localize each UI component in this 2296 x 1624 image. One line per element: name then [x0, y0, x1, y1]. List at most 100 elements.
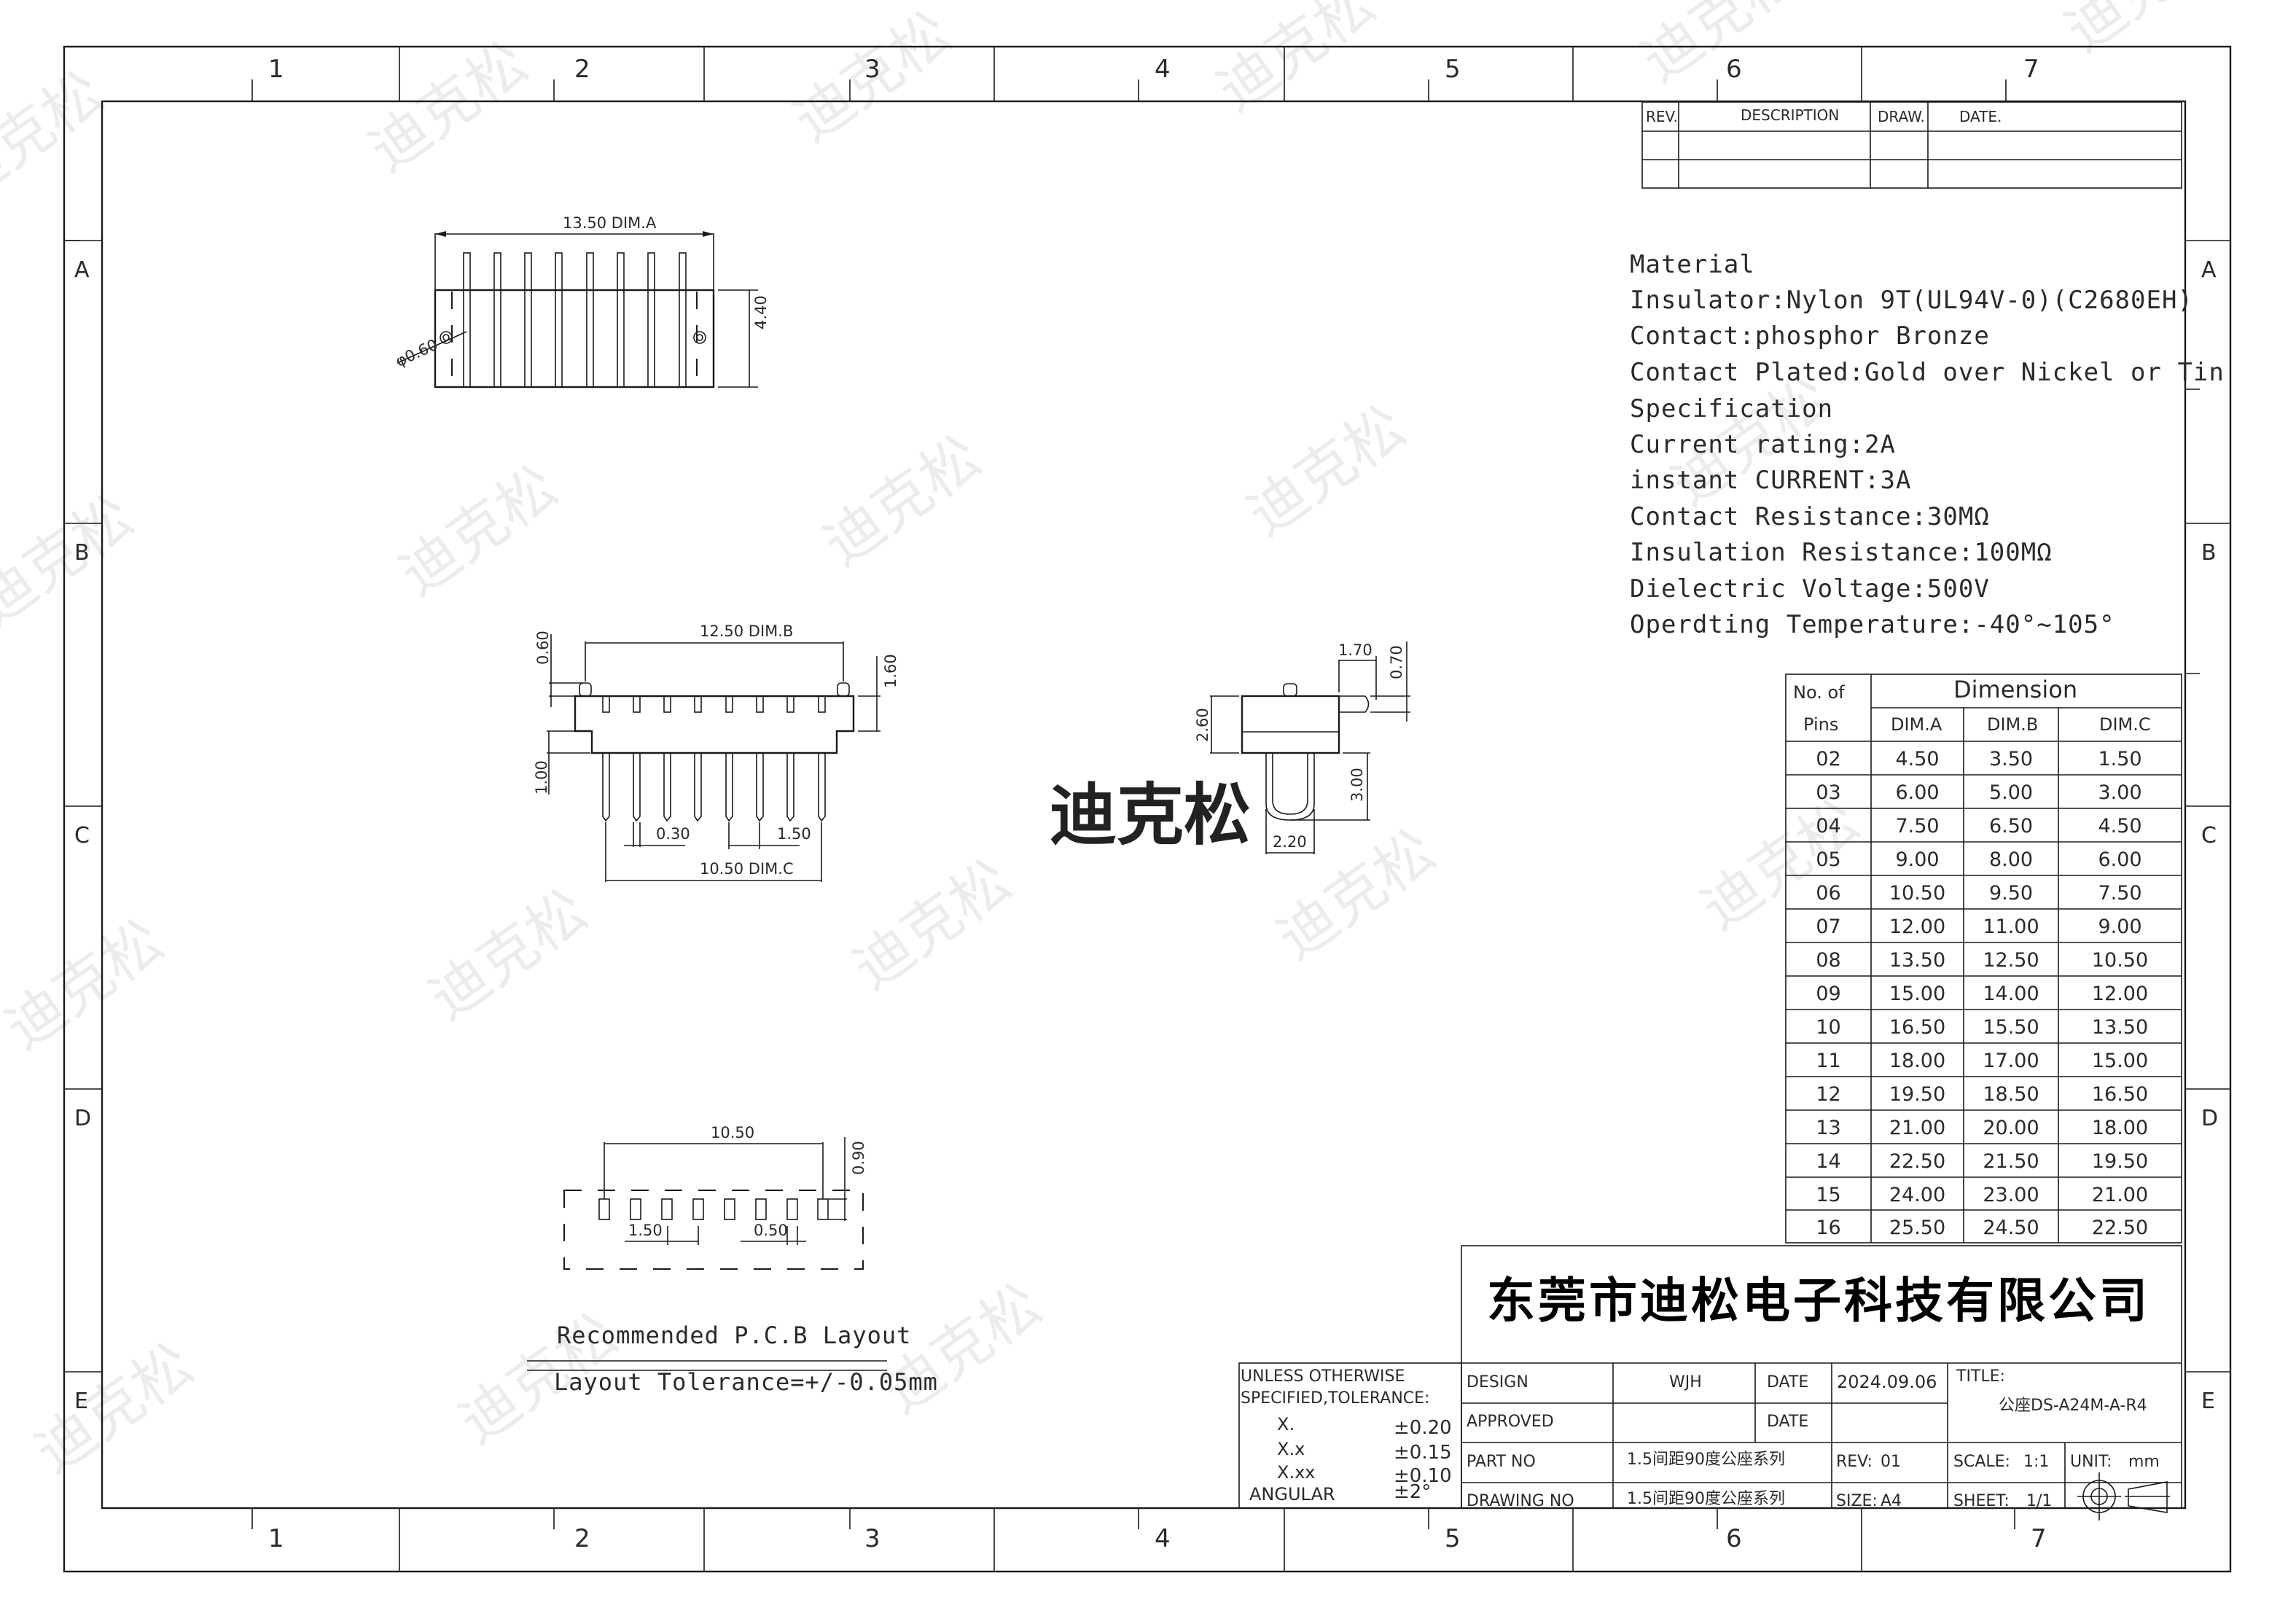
tolerance-value-x: ±0.20	[1394, 1417, 1452, 1439]
unit-label: UNIT:	[2070, 1453, 2112, 1471]
approved-date-label: DATE	[1767, 1413, 1809, 1431]
zone-row-d: D	[74, 1106, 92, 1131]
revision-table-grid	[1641, 101, 2182, 189]
pins-cell: 16	[1816, 1217, 1841, 1239]
approved-label: APPROVED	[1467, 1413, 1554, 1431]
zone-col-4-bottom: 4	[1155, 1524, 1171, 1553]
zone-row-c-right: C	[2201, 823, 2217, 848]
zone-col-7: 7	[2023, 55, 2039, 84]
dim-c-cell: 13.50	[2091, 1016, 2149, 1039]
scale-label: SCALE:	[1953, 1453, 2010, 1471]
inner-frame	[101, 100, 2187, 1510]
dim-header-group: Dimension	[1953, 676, 2078, 703]
size-label: SIZE:	[1836, 1492, 1878, 1510]
side-view-width: 2.20	[1273, 833, 1307, 851]
dim-c-cell: 15.00	[2091, 1050, 2149, 1072]
spec-instant-current: instant CURRENT:3A	[1630, 466, 1912, 495]
dim-b-cell: 23.00	[1983, 1184, 2039, 1206]
dim-b-cell: 12.50	[1983, 949, 2039, 972]
drawing-no-value: 1.5间距90度公座系列	[1627, 1490, 1785, 1508]
rev-header-draw: DRAW.	[1878, 108, 1925, 125]
zone-col-1-bottom: 1	[268, 1524, 284, 1553]
sheet-label: SHEET:	[1953, 1492, 2010, 1510]
dim-col-b: DIM.B	[1987, 714, 2039, 735]
dim-b-cell: 15.50	[1983, 1016, 2039, 1039]
dim-b-cell: 24.50	[1983, 1217, 2039, 1239]
pcb-layout-title: Recommended P.C.B Layout	[557, 1322, 912, 1349]
dim-c-cell: 9.00	[2098, 916, 2142, 938]
tolerance-value-angular: ±2°	[1394, 1481, 1432, 1503]
tolerance-note-1: UNLESS OTHERWISE	[1241, 1367, 1405, 1386]
pins-cell: 15	[1816, 1184, 1841, 1206]
title-block-grid	[1238, 1245, 2182, 1509]
pins-cell: 08	[1816, 949, 1841, 972]
pins-cell: 03	[1816, 781, 1841, 804]
zone-row-c: C	[74, 823, 90, 848]
zone-col-6-bottom: 6	[1726, 1524, 1742, 1553]
dim-a-cell: 10.50	[1889, 882, 1946, 905]
dim-b-cell: 8.00	[1988, 848, 2034, 871]
dim-a-cell: 12.00	[1889, 916, 1946, 938]
design-date-value: 2024.09.06	[1837, 1372, 1937, 1392]
dim-a-cell: 13.50	[1889, 949, 1946, 972]
dim-a-cell: 24.00	[1889, 1184, 1946, 1206]
spec-contact-plated: Contact Plated:Gold over Nickel or Tin	[1630, 358, 2225, 387]
tolerance-label-x: X.	[1277, 1414, 1295, 1434]
tolerance-value-x-x: ±0.15	[1394, 1442, 1452, 1464]
zone-row-a-right: A	[2201, 257, 2217, 283]
zone-row-e-right: E	[2201, 1389, 2215, 1414]
pcb-pad-width: 0.50	[754, 1222, 788, 1239]
dim-c-cell: 16.50	[2091, 1083, 2149, 1106]
title-value: 公座DS-A24M-A-R4	[1999, 1397, 2147, 1415]
spec-insulation-resistance: Insulation Resistance:100MΩ	[1630, 538, 2053, 567]
dim-b-cell: 20.00	[1983, 1117, 2039, 1139]
spec-heading-specification: Specification	[1630, 394, 1834, 423]
rev-header-description: DESCRIPTION	[1741, 106, 1840, 124]
spec-operating-temperature: Operdting Temperature:-40°~105°	[1630, 610, 2115, 639]
pins-cell: 14	[1816, 1150, 1841, 1173]
pcb-pitch: 1.50	[628, 1222, 663, 1239]
pins-cell: 02	[1816, 748, 1841, 770]
dim-a-cell: 22.50	[1889, 1150, 1946, 1173]
top-view-hole-diameter: φ0.60	[393, 335, 441, 370]
dim-c-cell: 18.00	[2091, 1117, 2149, 1139]
spec-heading-material: Material	[1630, 250, 1755, 279]
tolerance-label-x-xx: X.xx	[1277, 1462, 1316, 1483]
top-view-dim-a: 13.50 DIM.A	[563, 214, 657, 232]
front-view-pitch: 1.50	[777, 825, 811, 843]
size-value: A4	[1881, 1492, 1902, 1510]
dimension-table-grid	[1785, 674, 2182, 1244]
design-label: DESIGN	[1467, 1373, 1528, 1391]
dim-c-cell: 21.00	[2091, 1184, 2149, 1206]
pins-cell: 06	[1816, 882, 1841, 905]
dim-c-cell: 1.50	[2098, 748, 2142, 770]
zone-row-b: B	[74, 540, 90, 566]
pins-cell: 05	[1816, 848, 1841, 871]
front-view-body-height: 1.60	[882, 654, 899, 688]
zone-row-e: E	[74, 1389, 88, 1414]
unit-value: mm	[2128, 1453, 2160, 1471]
dim-b-cell: 6.50	[1988, 815, 2034, 838]
dim-c-cell: 22.50	[2091, 1217, 2149, 1239]
side-view-pin-height: 0.70	[1388, 645, 1405, 679]
rev-header-date: DATE.	[1959, 108, 2002, 125]
dim-col-a: DIM.A	[1891, 714, 1942, 735]
dim-header-pins-1: No. of	[1793, 682, 1845, 703]
dim-a-cell: 19.50	[1889, 1083, 1946, 1106]
top-view	[397, 231, 758, 389]
front-view	[547, 634, 880, 882]
zone-row-a: A	[74, 257, 90, 283]
side-view-pin-length: 1.70	[1338, 641, 1372, 659]
tolerance-label-x-x: X.x	[1277, 1439, 1305, 1459]
dim-a-cell: 6.00	[1895, 781, 1940, 804]
zone-col-7-bottom: 7	[2031, 1524, 2047, 1553]
dim-b-cell: 9.50	[1988, 882, 2034, 905]
dim-a-cell: 18.00	[1889, 1050, 1946, 1072]
scale-value: 1:1	[2023, 1453, 2050, 1471]
dim-a-cell: 21.00	[1889, 1117, 1946, 1139]
spec-current-rating: Current rating:2A	[1630, 430, 1896, 459]
zone-dividers	[64, 47, 2230, 1572]
sheet-value: 1/1	[2026, 1492, 2053, 1510]
